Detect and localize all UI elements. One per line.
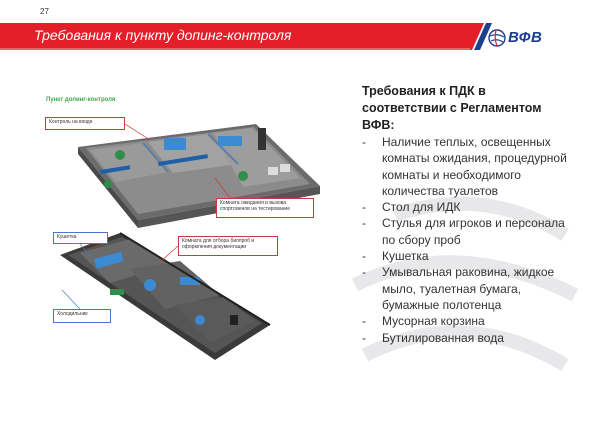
floorplan-bottom [60, 232, 271, 360]
list-item: Мусорная корзина [362, 313, 572, 330]
title-bar-shape [0, 23, 492, 50]
ball-icon [488, 29, 506, 47]
list-item: Стулья для игроков и персонала по сбору … [362, 215, 572, 248]
callout-couch: Кушетка [53, 232, 108, 244]
list-item: Умывальная раковина, жидкое мыло, туалет… [362, 264, 572, 313]
list-item: Бутилированная вода [362, 330, 572, 347]
page-title: Требования к пункту допинг-контроля [34, 27, 292, 43]
page-number: 27 [40, 7, 49, 16]
list-item: Кушетка [362, 248, 572, 265]
callout-entrance: Контроль на входе [45, 117, 125, 130]
logo-text: ВФВ [508, 29, 543, 46]
requirements-list: Наличие теплых, освещенных комнаты ожида… [362, 134, 572, 346]
list-item: Наличие теплых, освещенных комнаты ожида… [362, 134, 572, 199]
vfv-logo: ВФВ [488, 28, 550, 48]
title-bar: Требования к пункту допинг-контроля [0, 23, 600, 50]
requirements-heading: Требования к ПДК в соответствии с Реглам… [362, 84, 542, 132]
callout-sampling-room: Комната для отбора биопроб и оформления … [178, 236, 278, 256]
callout-waiting-room: Комната ожидания и вызова спортсменов на… [216, 198, 314, 218]
list-item: Стол для ИДК [362, 199, 572, 216]
floorplan-top [78, 124, 320, 228]
diagram-label: Пункт допинг-контроля [46, 97, 116, 103]
callout-fridge: Холодильник [53, 309, 111, 323]
